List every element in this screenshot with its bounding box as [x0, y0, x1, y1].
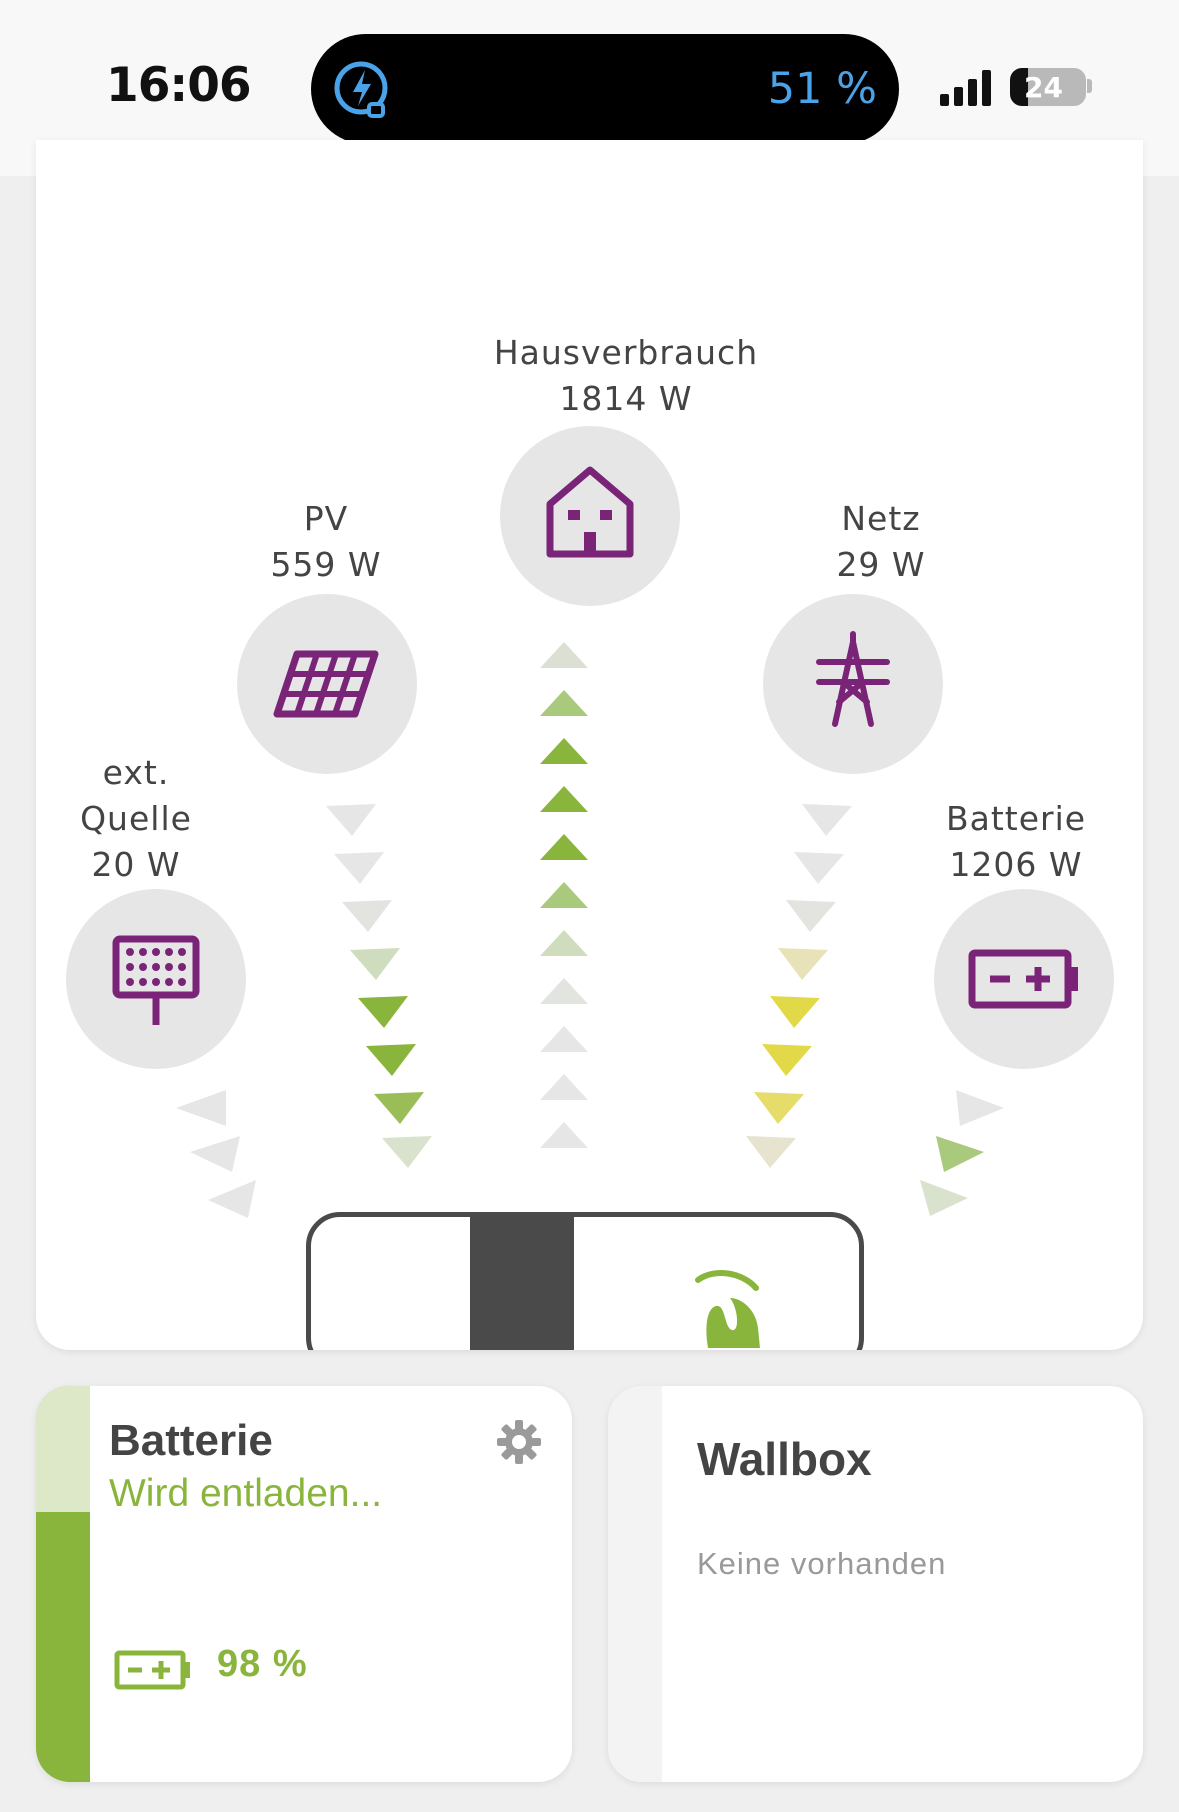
external-power: 20 W [91, 845, 181, 884]
battery-icon [968, 949, 1078, 1009]
battery-card-status: Wird entladen... [109, 1472, 383, 1515]
charge-percent: 51 % [767, 64, 877, 114]
house-flow-arrows [540, 642, 588, 1148]
grid-label: Netz [841, 499, 921, 538]
cellular-signal-icon [940, 70, 991, 106]
pv-flow-arrows [326, 804, 432, 1168]
gear-icon[interactable] [495, 1418, 543, 1466]
battery-level: 24 [1024, 71, 1063, 104]
inverter-device[interactable] [306, 1212, 870, 1350]
pv-node[interactable] [237, 594, 417, 774]
pv-label-group: PV 559 W [216, 496, 436, 588]
grid-flow-arrows [746, 804, 852, 1168]
wallbox-card[interactable]: Wallbox Keine vorhanden [608, 1386, 1143, 1782]
house-node[interactable] [500, 426, 680, 606]
external-label-group: ext. Quelle 20 W [56, 750, 216, 888]
battery-label: Batterie [945, 799, 1087, 838]
pv-power: 559 W [270, 545, 382, 584]
external-label-2: Quelle [80, 799, 192, 838]
external-source-icon [112, 935, 200, 1025]
external-label-1: ext. [102, 753, 170, 792]
house-icon [546, 466, 634, 558]
battery-label-group: Batterie 1206 W [926, 796, 1106, 888]
wallbox-subtitle: Keine vorhanden [697, 1546, 947, 1581]
battery-flow-arrows [920, 1090, 1004, 1216]
power-pylon-icon [816, 631, 890, 727]
grid-label-group: Netz 29 W [771, 496, 991, 588]
external-source-node[interactable] [66, 889, 246, 1069]
battery-card-title: Batterie [109, 1416, 273, 1465]
dynamic-island[interactable]: 51 % [311, 34, 899, 144]
solar-panel-icon [273, 650, 379, 718]
battery-small-icon [114, 1650, 190, 1690]
energy-flow-card: Hausverbrauch 1814 W PV 559 W Netz 29 W [36, 140, 1143, 1350]
grid-power: 29 W [836, 545, 926, 584]
grid-node[interactable] [763, 594, 943, 774]
battery-percent: 98 % [217, 1643, 308, 1685]
battery-card[interactable]: Batterie Wird entladen... 98 % [36, 1386, 572, 1782]
external-flow-arrows [176, 1090, 256, 1218]
wallbox-title: Wallbox [697, 1433, 872, 1485]
charging-icon [334, 61, 388, 118]
house-label: Hausverbrauch [493, 333, 759, 372]
battery-power: 1206 W [949, 845, 1083, 884]
house-power: 1814 W [559, 379, 693, 418]
logo-icon [695, 1270, 760, 1348]
flow-arrows [176, 642, 1004, 1218]
battery-level-bar [36, 1386, 90, 1782]
battery-status-icon: 24 [1010, 68, 1086, 106]
house-label-group: Hausverbrauch 1814 W [416, 330, 836, 422]
battery-node[interactable] [934, 889, 1114, 1069]
pv-label: PV [303, 499, 349, 538]
status-time: 16:06 [106, 58, 252, 113]
